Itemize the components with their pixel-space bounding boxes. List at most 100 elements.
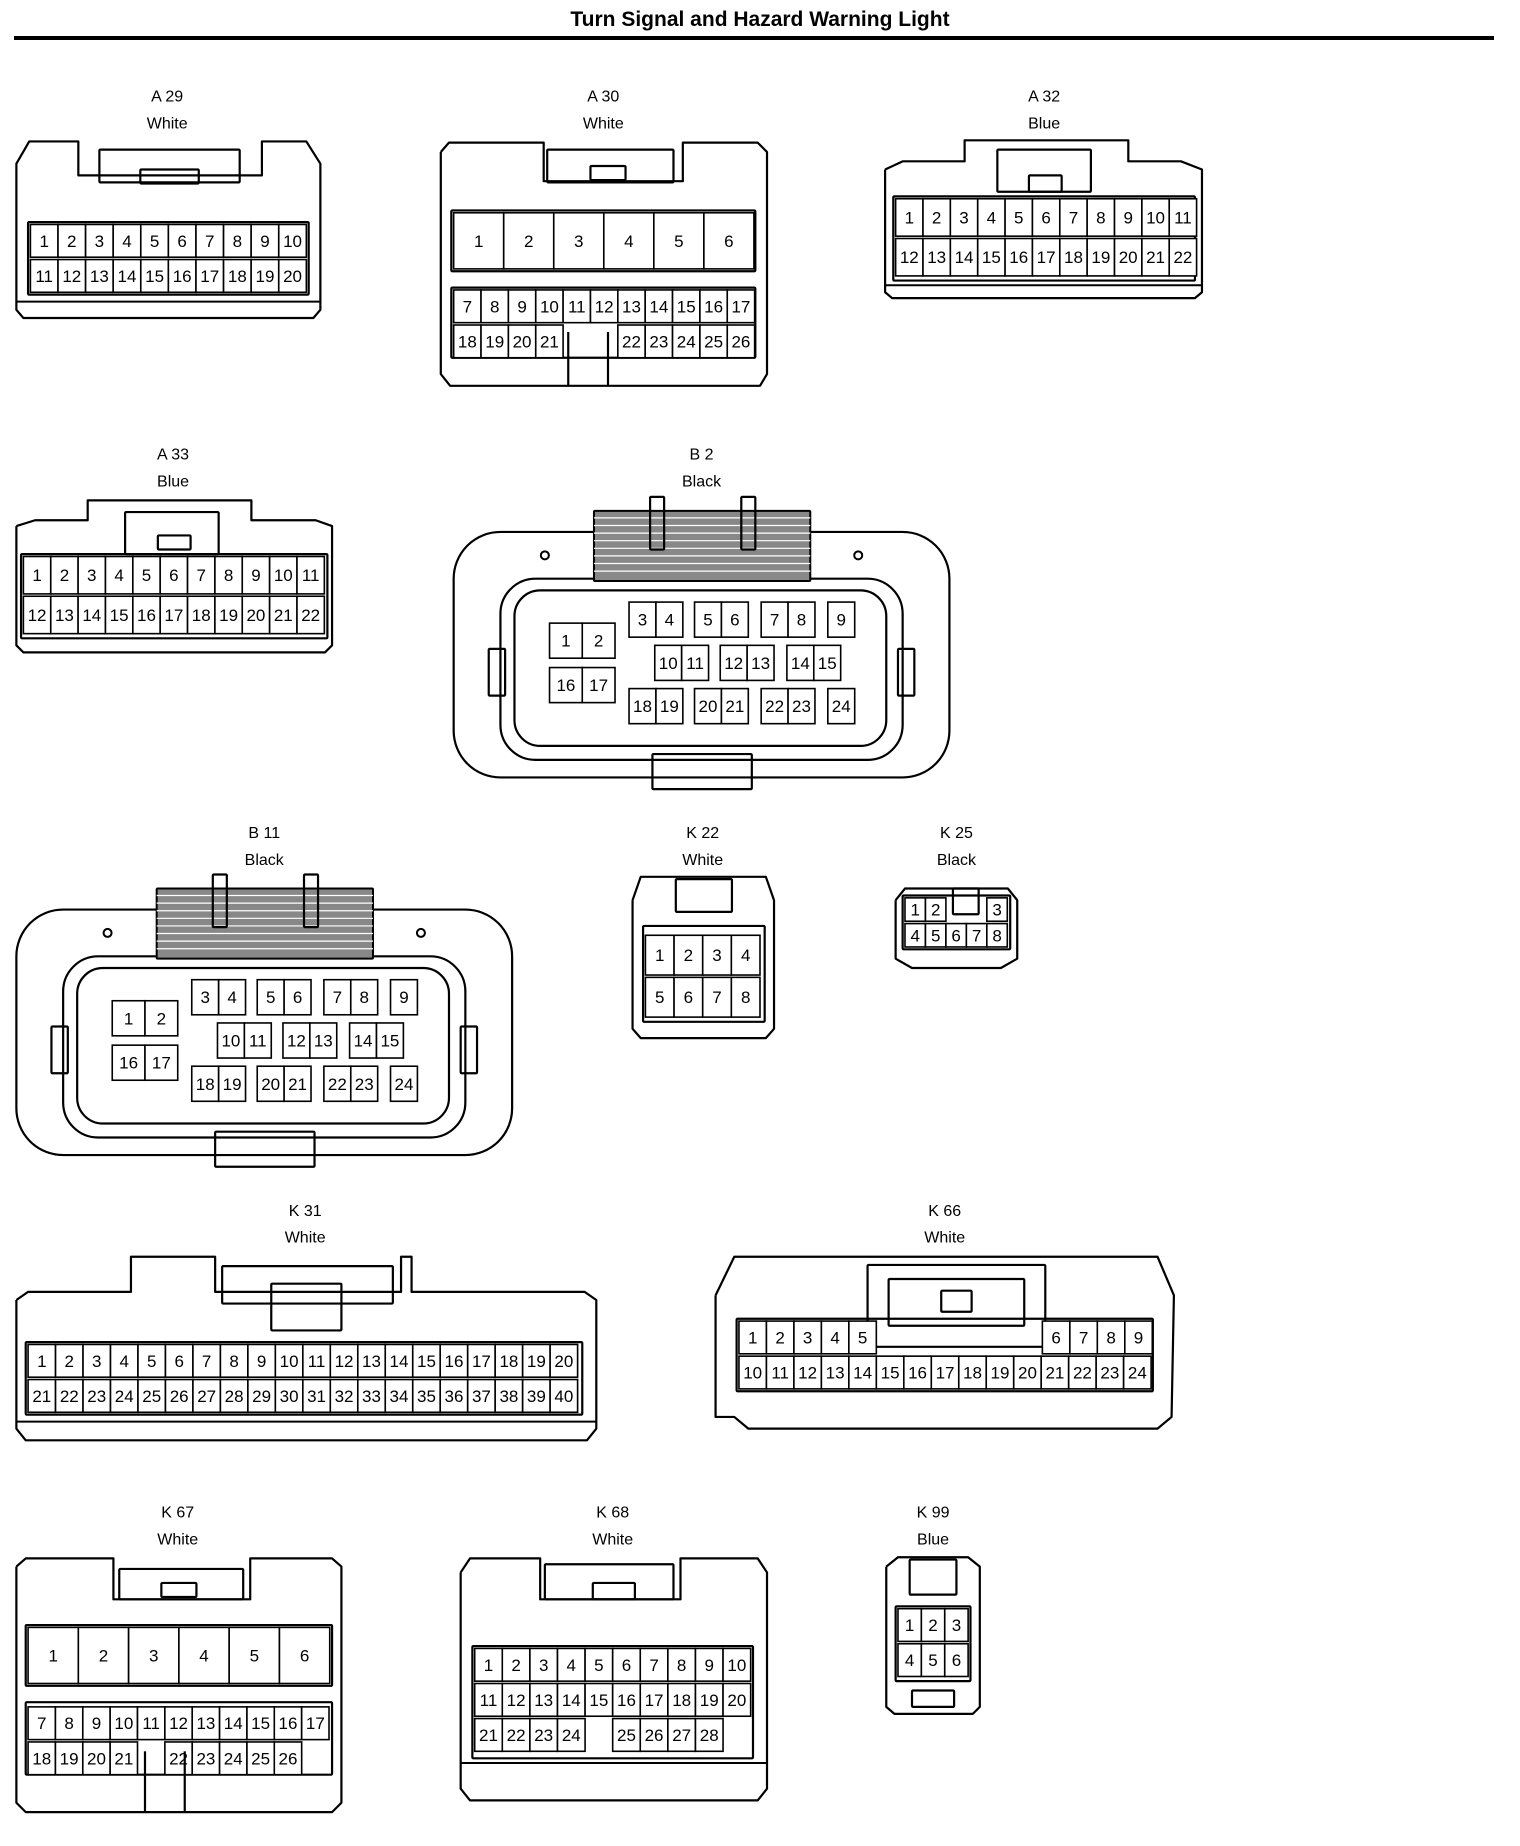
pin-number: 21 <box>1045 1364 1064 1383</box>
pin-number: 33 <box>362 1387 381 1406</box>
pin-number: 21 <box>288 1075 307 1094</box>
pin-number: 17 <box>589 676 608 695</box>
pin-cell <box>29 223 59 259</box>
pin-number: 19 <box>1091 248 1110 267</box>
pin-number: 18 <box>192 606 211 625</box>
pin-cell <box>628 601 657 638</box>
connector-id: A 33 <box>157 446 189 463</box>
pin-cell <box>694 1647 724 1682</box>
pin-number: 1 <box>484 1656 493 1675</box>
pin-number: 14 <box>354 1031 373 1050</box>
pin-number: 8 <box>224 566 233 585</box>
pin-cell <box>644 934 675 976</box>
pin-number: 6 <box>684 988 693 1007</box>
pin-number: 11 <box>568 297 586 316</box>
connector-id: A 32 <box>1028 89 1060 106</box>
pin-number: 19 <box>219 606 238 625</box>
pin-number: 13 <box>534 1691 553 1710</box>
pin-number: 22 <box>765 697 784 716</box>
latch-post <box>740 495 757 551</box>
pin-cell <box>77 1626 130 1685</box>
pin-number: 17 <box>200 267 219 286</box>
latch-tab <box>270 1282 343 1332</box>
pin-number: 8 <box>359 988 368 1007</box>
pin-number: 9 <box>837 611 846 630</box>
pin-cell <box>190 1065 220 1103</box>
housing-outline <box>884 139 1204 300</box>
pin-number: 7 <box>712 988 721 1007</box>
pin-cell <box>164 1343 194 1378</box>
pin-number: 2 <box>511 1656 520 1675</box>
pin-number: 5 <box>147 1352 156 1371</box>
connector-color: White <box>682 852 723 869</box>
pin-number: 3 <box>952 1616 961 1635</box>
pin-number: 8 <box>1106 1328 1115 1347</box>
latch <box>118 1567 245 1601</box>
pin-number: 20 <box>513 332 532 351</box>
pin-cell <box>617 289 646 324</box>
pin-number: 21 <box>274 606 293 625</box>
connector-id: B 2 <box>690 446 714 463</box>
pin-number: 16 <box>617 1691 636 1710</box>
pin-number: 39 <box>527 1387 546 1406</box>
pin-number: 5 <box>655 988 664 1007</box>
side-tab <box>896 647 916 697</box>
pin-number: 35 <box>417 1387 436 1406</box>
pin-number: 9 <box>517 297 526 316</box>
pin-cell <box>195 258 225 294</box>
pin-number: 12 <box>724 654 743 673</box>
pin-cell <box>529 1682 559 1718</box>
pin-cell <box>132 595 161 635</box>
pin-number: 24 <box>224 1749 243 1768</box>
pin-number: 7 <box>205 232 214 251</box>
pin-number: 18 <box>228 267 247 286</box>
pin-number: 29 <box>252 1387 271 1406</box>
pin-number: 12 <box>595 297 614 316</box>
pin-cell <box>22 555 52 595</box>
pin-number: 9 <box>1134 1328 1143 1347</box>
pin-cell <box>720 601 750 638</box>
connector-color: Blue <box>917 1531 949 1548</box>
pin-number: 4 <box>227 988 236 1007</box>
pin-cell <box>27 1343 57 1378</box>
pin-number: 27 <box>197 1387 216 1406</box>
pin-cell <box>277 258 308 294</box>
latch-post <box>302 873 320 929</box>
pin-cell <box>924 897 947 923</box>
pin-cell <box>480 289 510 324</box>
pin-number: 13 <box>314 1031 333 1050</box>
pin-cell <box>556 1717 586 1753</box>
pin-number: 3 <box>200 988 209 1007</box>
pin-cell <box>241 595 271 635</box>
pin-number: 6 <box>174 1352 183 1371</box>
pin-cell <box>521 1378 551 1414</box>
pin-number: 8 <box>233 232 242 251</box>
pin-cell <box>219 1378 249 1414</box>
pin-number: 18 <box>196 1075 215 1094</box>
pin-cell <box>534 324 564 359</box>
pin-number: 10 <box>1146 208 1165 227</box>
pin-number: 13 <box>362 1352 381 1371</box>
pin-cell <box>787 601 816 638</box>
pin-number: 9 <box>1123 208 1132 227</box>
pin-block-large <box>24 1623 334 1687</box>
pin-number: 14 <box>224 1714 243 1733</box>
pin-cell <box>296 595 326 635</box>
pin-cell <box>1113 197 1143 237</box>
housing-outline <box>459 1557 769 1802</box>
pin-number: 14 <box>118 267 137 286</box>
pin-number: 19 <box>991 1364 1010 1383</box>
pin-number: 16 <box>137 606 156 625</box>
connector-color: White <box>157 1531 198 1548</box>
pin-number: 19 <box>255 267 274 286</box>
pin-number: 12 <box>28 606 47 625</box>
pin-number: 10 <box>659 654 678 673</box>
pin-number: 2 <box>67 232 76 251</box>
pin-cell <box>411 1343 442 1378</box>
pin-number: 5 <box>703 611 712 630</box>
pin-number: 34 <box>390 1387 409 1406</box>
